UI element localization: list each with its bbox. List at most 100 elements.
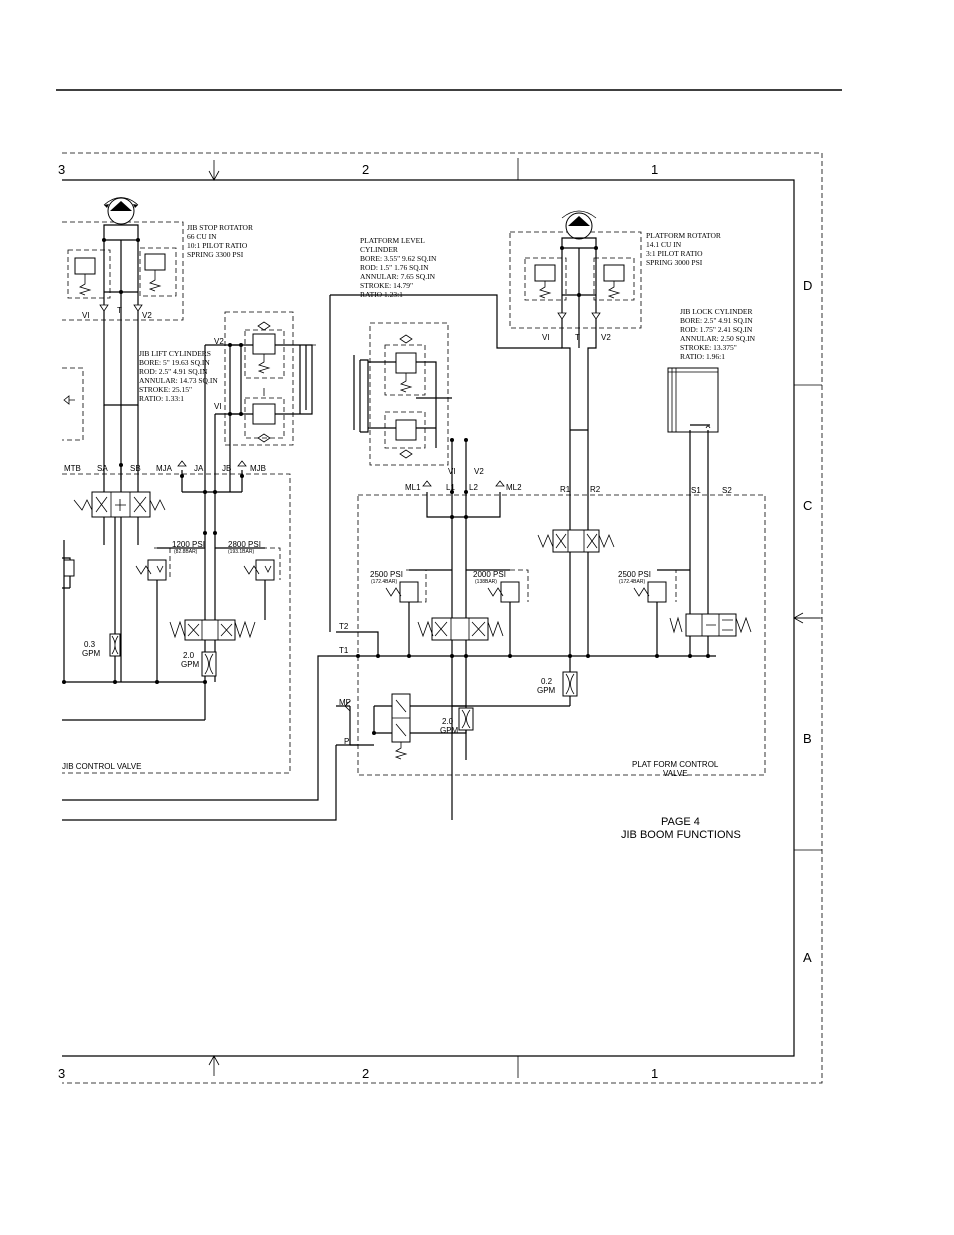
jib-lock-spec-0: JIB LOCK CYLINDER [680, 307, 753, 316]
jcv-orifice2-unit: GPM [181, 660, 200, 669]
platform-rotator-spec-1: 14.1 CU IN [646, 240, 682, 249]
jib-control-valve-label: JIB CONTROL VALVE [62, 762, 141, 771]
jib-lift-port-v1: VI [214, 402, 222, 411]
platform-rotator-port-v1: VI [542, 333, 550, 342]
jcv-relief2-bar: (193.1BAR) [228, 549, 254, 555]
pcv-port-mp: MP [339, 698, 351, 707]
pcv-port-ml2: ML2 [506, 483, 522, 492]
pcv-orifice1-unit: GPM [537, 686, 556, 695]
platform-control-valve [336, 480, 766, 820]
jib-stop-port-v2: V2 [142, 311, 152, 320]
orifice-icon [458, 707, 474, 731]
jcv-orifice1-value: 0.3 [84, 640, 96, 649]
pcv-relief3-psi: 2500 PSI [618, 570, 651, 579]
jib-lift-spec-5: RATIO: 1.33:1 [139, 394, 184, 403]
jib-stop-port-v1: VI [82, 311, 90, 320]
pcv-port-p: P [344, 737, 349, 746]
platform-level-spec-4: ANNULAR: 7.65 SQ.IN [360, 272, 436, 281]
platform-level-spec-1: CYLINDER [360, 245, 398, 254]
jib-lock-spec-5: RATIO: 1.96:1 [680, 352, 725, 361]
pcv-orifice2-unit: GPM [440, 726, 459, 735]
platform-rotator-port-t: T [575, 333, 580, 342]
zone-col-2-bottom: 2 [362, 1066, 369, 1081]
platform-level-port-v1: VI [448, 467, 456, 476]
jib-stop-rotator-spec-0: JIB STOP ROTATOR [187, 223, 253, 232]
jib-stop-rotator-spec-3: SPRING 3300 PSI [187, 250, 244, 259]
jib-control-valve [62, 344, 291, 774]
platform-level-port-v2: V2 [474, 467, 484, 476]
counterbalance-valve-icon [74, 257, 96, 275]
zone-row-d: D [803, 278, 812, 293]
jcv-relief1-bar: (82.8BAR) [174, 549, 198, 555]
jib-lock-cylinder [667, 367, 719, 488]
check-valve-icon [99, 304, 143, 312]
pcv-port-t2: T2 [339, 622, 349, 631]
relief-valve-icon [147, 559, 167, 581]
relief-valve-icon [399, 581, 419, 603]
check-valve-icon [557, 312, 601, 320]
page-subtitle: JIB BOOM FUNCTIONS [621, 829, 741, 841]
jcv-orifice1-unit: GPM [82, 649, 101, 658]
platform-control-valve-label-1: PLAT FORM CONTROL [632, 760, 719, 769]
jib-stop-rotator [62, 197, 184, 321]
pcv-port-s2: S2 [722, 486, 732, 495]
platform-level-cylinder [353, 322, 468, 515]
platform-level-spec-2: BORE: 3.55" 9.62 SQ.IN [360, 254, 437, 263]
jcv-port-ja: JA [194, 464, 204, 473]
pcv-relief3-bar: (172.4BAR) [619, 579, 645, 585]
page-title: PAGE 4 [661, 816, 700, 828]
jib-lock-spec-3: ANNULAR: 2.50 SQ.IN [680, 334, 756, 343]
directional-valve-icon [431, 617, 489, 641]
pcv-orifice2-value: 2.0 [442, 717, 454, 726]
orifice-icon [201, 651, 217, 677]
zone-col-1-bottom: 1 [651, 1066, 658, 1081]
jcv-relief1-psi: 1200 PSI [172, 540, 205, 549]
jcv-port-mja: MJA [156, 464, 173, 473]
relief-valve-icon [255, 559, 275, 581]
jib-lock-spec-4: STROKE: 13.375" [680, 343, 737, 352]
zone-row-b: B [803, 731, 812, 746]
platform-rotator-spec-3: SPRING 3000 PSI [646, 258, 703, 267]
jib-stop-rotator-spec-2: 10:1 PILOT RATIO [187, 241, 248, 250]
zone-row-a: A [803, 950, 812, 965]
partial-component-left [62, 367, 84, 441]
platform-rotator [509, 210, 642, 488]
jib-lock-spec-1: BORE: 2.5" 4.91 SQ.IN [680, 316, 753, 325]
platform-level-spec-3: ROD: 1.5" 1.76 SQ.IN [360, 263, 429, 272]
jcv-orifice2-value: 2.0 [183, 651, 195, 660]
jib-lift-spec-0: JIB LIFT CYLINDERS [139, 349, 211, 358]
platform-control-valve-label-2: VALVE [663, 769, 688, 778]
platform-rotator-port-v2: V2 [601, 333, 611, 342]
jcv-port-mtb: MTB [64, 464, 81, 473]
jcv-port-mjb: MJB [250, 464, 266, 473]
center-arrow-bottom-icon [208, 1055, 220, 1076]
relief-valve-icon [500, 581, 520, 603]
platform-level-spec-5: STROKE: 14.79" [360, 281, 413, 290]
pilot-check-icon [399, 334, 413, 459]
platform-level-spec-0: PLATFORM LEVEL [360, 236, 425, 245]
center-arrow-top-icon [208, 160, 220, 181]
jib-lift-cylinders [224, 311, 316, 446]
drawing-frame [62, 152, 823, 1084]
jcv-port-jb: JB [222, 464, 231, 473]
pcv-orifice1-value: 0.2 [541, 677, 553, 686]
jcv-port-sa: SA [97, 464, 108, 473]
zone-col-3-bottom: 3 [58, 1066, 65, 1081]
jib-lift-spec-2: ROD: 2.5" 4.91 SQ.IN [139, 367, 208, 376]
pcv-port-r2: R2 [590, 485, 601, 494]
jib-stop-rotator-spec-1: 66 CU IN [187, 232, 217, 241]
gauge-port-icon [422, 480, 505, 487]
jib-lift-spec-1: BORE: 5" 19.63 SQ.IN [139, 358, 210, 367]
zone-row-c: C [803, 498, 812, 513]
pcv-port-r1: R1 [560, 485, 571, 494]
jib-lift-spec-4: STROKE: 25.15" [139, 385, 192, 394]
zone-col-1-top: 1 [651, 162, 658, 177]
pcv-port-ml1: ML1 [405, 483, 421, 492]
pcv-port-l2: L2 [469, 483, 478, 492]
directional-valve-icon [184, 619, 236, 641]
pcv-port-s1: S1 [691, 486, 701, 495]
center-arrow-right-icon [793, 612, 820, 624]
counterbalance-valve-icon [144, 253, 166, 271]
counterbalance-valve-icon [534, 264, 556, 282]
